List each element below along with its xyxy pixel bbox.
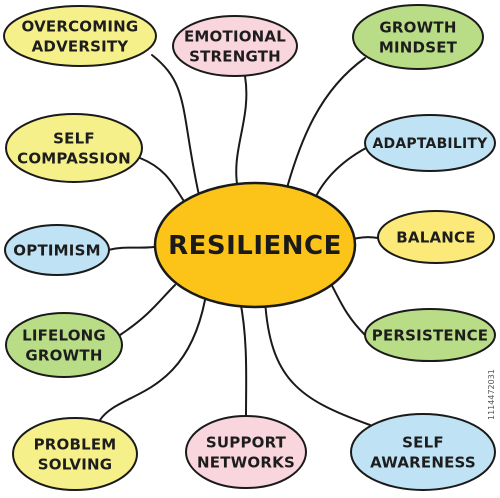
node-label-growth-mindset-line-1: GROWTH [379, 18, 456, 36]
node-label-emotional-strength-line-1: EMOTIONAL [184, 27, 286, 45]
node-label-support-networks-line-2: NETWORKS [197, 453, 295, 471]
center-node-shape [153, 181, 357, 309]
node-adaptability: ADAPTABILITY [364, 114, 496, 172]
node-shape-self-compassion [5, 113, 143, 183]
node-emotional-strength: EMOTIONAL STRENGTH [172, 15, 298, 77]
node-shape-emotional-strength [172, 15, 298, 77]
node-label-self-compassion-line-1: SELF [53, 129, 95, 147]
node-support-networks: SUPPORT NETWORKS [185, 415, 307, 489]
node-self-compassion: SELF COMPASSION [5, 113, 143, 183]
node-label-lifelong-growth-line-1: LIFELONG [22, 326, 106, 344]
connector-lines [99, 54, 379, 426]
connector-support-networks [239, 299, 248, 417]
node-shape-support-networks [185, 415, 307, 489]
center-node-label: RESILIENCE [168, 231, 342, 261]
node-shape-adaptability [364, 114, 496, 172]
node-shape-overcoming-adversity [3, 5, 157, 67]
node-label-self-compassion-line-2: COMPASSION [17, 149, 131, 167]
node-label-overcoming-adversity-line-2: ADVERSITY [32, 37, 130, 55]
node-persistence: PERSISTENCE [364, 308, 496, 362]
node-label-problem-solving-line-1: PROBLEM [34, 435, 117, 453]
node-shape-growth-mindset [352, 4, 484, 70]
connector-adaptability [311, 147, 367, 206]
node-label-persistence-line-1: PERSISTENCE [372, 326, 488, 344]
node-label-lifelong-growth-line-2: GROWTH [25, 346, 102, 364]
node-label-support-networks-line-1: SUPPORT [206, 433, 287, 451]
node-label-balance-line-1: BALANCE [396, 228, 475, 246]
node-problem-solving: PROBLEM SOLVING [12, 417, 138, 491]
node-label-optimism-line-1: OPTIMISM [13, 241, 100, 259]
node-shape-optimism [4, 224, 110, 276]
connector-growth-mindset [284, 57, 366, 196]
center-node: RESILIENCE [153, 181, 357, 309]
node-shape-problem-solving [12, 417, 138, 491]
connector-overcoming-adversity [151, 54, 201, 201]
node-lifelong-growth: LIFELONG GROWTH [5, 312, 123, 378]
node-label-overcoming-adversity-line-1: OVERCOMING [22, 17, 139, 35]
node-label-problem-solving-line-2: SOLVING [38, 455, 113, 473]
node-shape-balance [377, 210, 495, 264]
node-label-growth-mindset-line-2: MINDSET [379, 38, 458, 56]
stock-id-stamp: 1114472031 [487, 369, 496, 420]
node-self-awareness: SELF AWARENESS [350, 413, 496, 491]
node-balance: BALANCE [377, 210, 495, 264]
topic-nodes: OVERCOMING ADVERSITY EMOTIONAL STRENGTH GROW… [3, 4, 496, 491]
connector-self-awareness [264, 299, 371, 426]
node-shape-persistence [364, 308, 496, 362]
connector-problem-solving [99, 299, 206, 421]
node-shape-lifelong-growth [5, 312, 123, 378]
node-label-adaptability-line-1: ADAPTABILITY [373, 136, 489, 152]
node-growth-mindset: GROWTH MINDSET [352, 4, 484, 70]
connector-emotional-strength [235, 75, 248, 191]
node-shape-self-awareness [350, 413, 496, 491]
node-label-self-awareness-line-1: SELF [402, 433, 444, 451]
node-optimism: OPTIMISM [4, 224, 110, 276]
node-label-self-awareness-line-2: AWARENESS [370, 453, 476, 471]
node-label-emotional-strength-line-2: STRENGTH [189, 47, 281, 65]
connector-persistence [329, 281, 366, 336]
node-overcoming-adversity: OVERCOMING ADVERSITY [3, 5, 157, 67]
connector-lifelong-growth [119, 284, 176, 336]
